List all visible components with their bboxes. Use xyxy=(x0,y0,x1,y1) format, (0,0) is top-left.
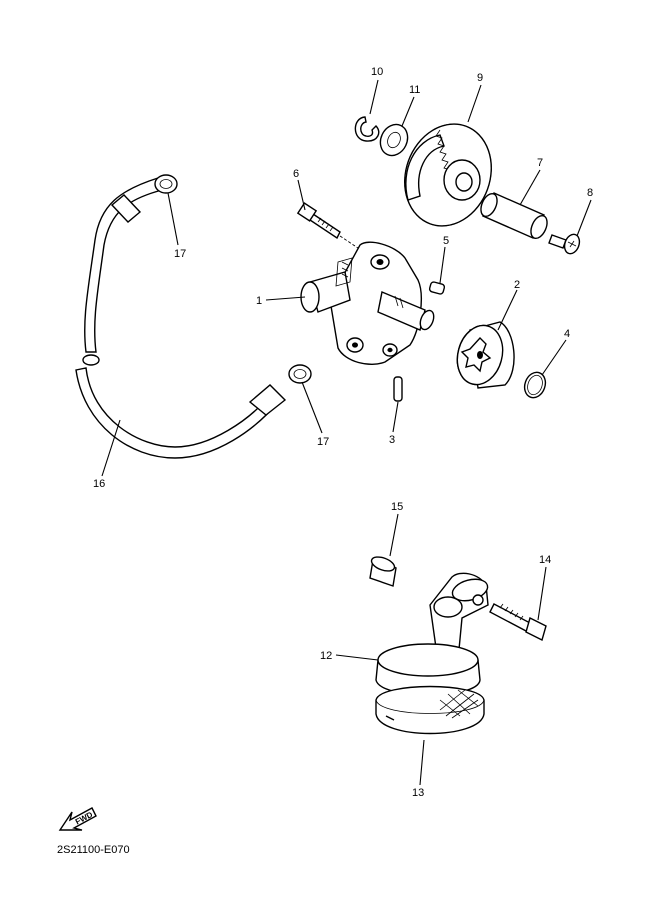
bolt-14 xyxy=(489,603,547,642)
callout-4: 4 xyxy=(564,328,570,340)
pin-3 xyxy=(393,376,403,402)
callout-3: 3 xyxy=(389,434,395,446)
pin-5 xyxy=(428,281,446,295)
hose-clamp-lower xyxy=(288,364,312,384)
gear-shaft xyxy=(480,192,548,240)
callout-13: 13 xyxy=(412,787,424,799)
callout-11: 11 xyxy=(409,84,420,96)
pump-rotor xyxy=(456,321,515,389)
callout-17-lower: 17 xyxy=(317,436,329,448)
callout-15: 15 xyxy=(391,501,403,513)
hose-clamp-upper xyxy=(154,174,178,194)
callout-17-upper: 17 xyxy=(174,248,186,260)
washer xyxy=(379,123,409,157)
callout-6: 6 xyxy=(293,168,299,180)
callout-5: 5 xyxy=(443,235,449,247)
callout-16: 16 xyxy=(93,478,105,490)
callout-14: 14 xyxy=(539,554,551,566)
callout-9: 9 xyxy=(477,72,483,84)
o-ring xyxy=(523,371,547,399)
driven-gear xyxy=(404,123,492,227)
diagram-code: 2S21100-E070 xyxy=(57,844,130,856)
callout-10: 10 xyxy=(371,66,383,78)
oil-hose xyxy=(75,177,287,459)
damper-15 xyxy=(369,556,397,587)
callout-7: 7 xyxy=(537,157,543,169)
leader-lines xyxy=(101,79,592,786)
callout-labels: 1 2 3 4 5 6 7 8 9 10 11 12 13 14 15 16 1… xyxy=(93,66,593,799)
callout-8: 8 xyxy=(587,187,593,199)
callout-2: 2 xyxy=(514,279,520,291)
oil-strainer xyxy=(375,643,485,735)
screw-8 xyxy=(548,233,581,255)
callout-1: 1 xyxy=(256,295,262,307)
callout-12: 12 xyxy=(320,650,332,662)
circlip xyxy=(354,116,380,142)
fwd-arrow-icon: FWD xyxy=(58,807,97,831)
pump-body xyxy=(300,241,435,366)
strainer-pipe xyxy=(429,572,489,663)
